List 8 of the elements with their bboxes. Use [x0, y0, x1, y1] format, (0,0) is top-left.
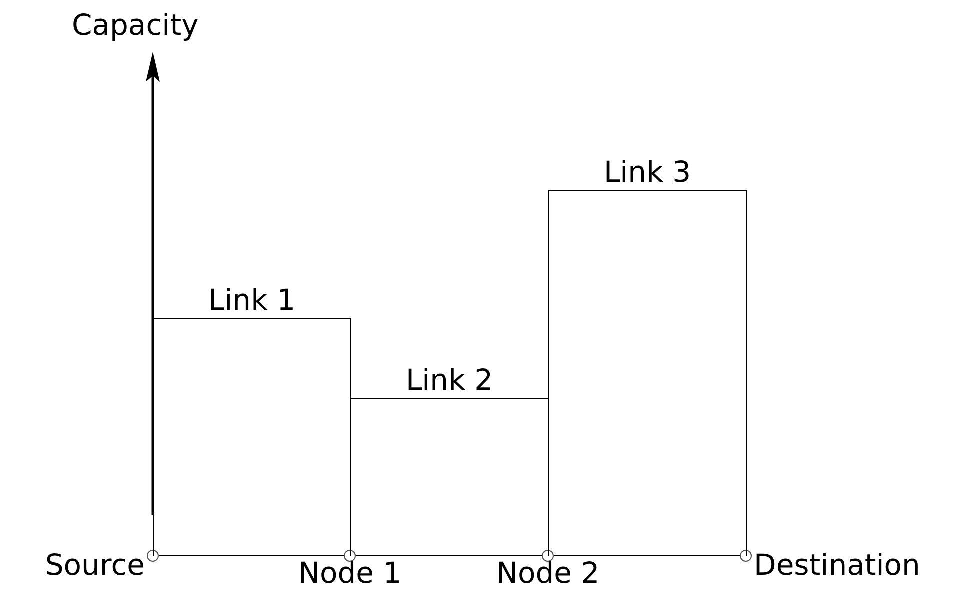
node-label: Source: [45, 548, 145, 582]
axis-label: Capacity: [72, 8, 199, 42]
bar-label: Link 1: [207, 283, 297, 317]
node-label: Destination: [754, 548, 920, 582]
node-label: Node 1: [297, 556, 403, 590]
bar-label: Link 2: [404, 363, 494, 397]
bar-label: Link 3: [602, 155, 692, 189]
node-label: Node 2: [495, 556, 601, 590]
